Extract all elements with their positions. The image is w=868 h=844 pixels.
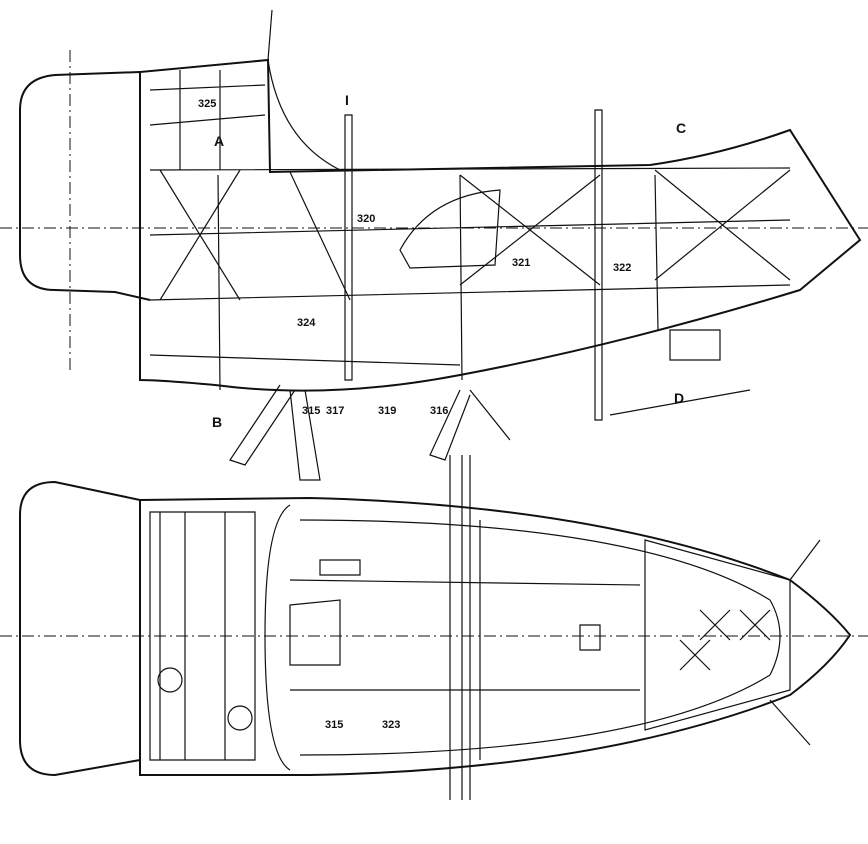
label-B: B (212, 414, 222, 430)
label-325: 325 (198, 98, 216, 110)
label-323: 323 (382, 719, 400, 731)
label-315-plan: 315 (325, 719, 343, 731)
plan-view (0, 455, 868, 800)
label-C: C (676, 120, 686, 136)
fuselage-plan-outline (139, 496, 852, 776)
label-316: 316 (430, 405, 448, 417)
label-320: 320 (357, 213, 375, 225)
engine-cowling-plan (19, 480, 141, 777)
undercarriage-struts (229, 384, 511, 481)
label-317: 317 (326, 405, 344, 417)
label-I: I (345, 92, 349, 108)
axle-lines (449, 455, 471, 800)
label-321: 321 (512, 257, 530, 269)
label-319: 319 (378, 405, 396, 417)
label-322: 322 (613, 262, 631, 274)
side-view (0, 9, 868, 481)
label-D: D (674, 390, 684, 406)
label-315-side: 315 (302, 405, 320, 417)
engine-cowling-side (19, 71, 151, 301)
fuselage-outline (139, 58, 862, 392)
label-324: 324 (297, 317, 316, 329)
label-A: A (214, 133, 224, 149)
seat (399, 189, 501, 269)
